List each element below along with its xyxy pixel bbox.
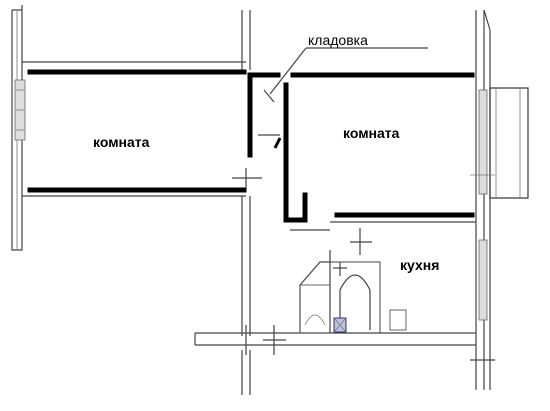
room-left-label: комната: [93, 134, 150, 150]
bold-walls: [27, 69, 475, 223]
background-walls: [22, 9, 491, 395]
room-right-label: комната: [343, 125, 400, 141]
balcony: [470, 87, 529, 321]
storage-leader: [269, 47, 428, 95]
storage-label: кладовка: [308, 32, 368, 48]
riser-markers: [232, 168, 495, 361]
left-exterior-wall: [11, 5, 26, 251]
storage-door: [258, 89, 282, 149]
kitchen-fixtures: [299, 228, 407, 334]
kitchen-label: кухня: [400, 257, 439, 273]
